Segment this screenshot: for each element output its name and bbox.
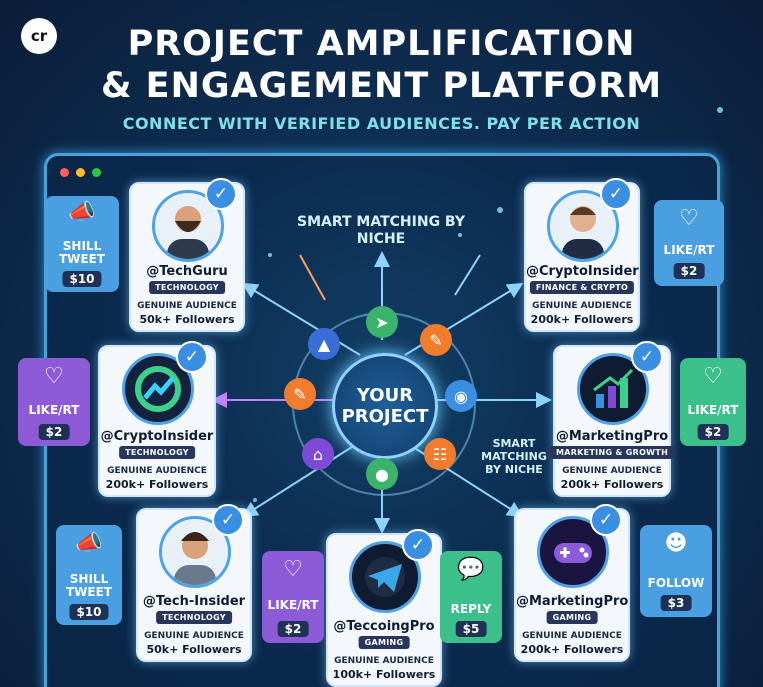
verified-check-icon: ✓	[212, 504, 244, 536]
niche-tag: TECHNOLOGY	[156, 611, 232, 624]
smart-matching-label-top: SMART MATCHING BY NICHE	[297, 214, 465, 247]
audience-label: GENUINE AUDIENCE	[532, 301, 632, 311]
avatar-suit-man	[547, 190, 619, 262]
card-handle: @MarketingPro	[555, 429, 669, 444]
megaphone-icon: 📣	[75, 531, 103, 556]
add-user-icon: ☻	[664, 531, 688, 556]
action-price: $2	[673, 263, 705, 279]
verified-check-icon: ✓	[631, 341, 663, 373]
minimize-dot-icon	[76, 168, 85, 177]
action-price: $3	[660, 595, 692, 611]
close-dot-icon	[60, 168, 69, 177]
verified-check-icon: ✓	[176, 341, 208, 373]
rocket-launch-icon: ➤	[366, 306, 398, 338]
action-label: LIKE/RT	[663, 243, 715, 257]
follower-count: 50k+ Followers	[146, 643, 242, 656]
action-price: $10	[69, 604, 109, 620]
influencer-card-tech-insider[interactable]: ✓ @Tech-Insider TECHNOLOGY GENUINE AUDIE…	[136, 504, 252, 662]
card-handle: @TechGuru	[146, 264, 228, 279]
action-label: LIKE/RT	[687, 403, 739, 417]
card-handle: @MarketingPro	[516, 594, 629, 609]
action-badge-like-rt[interactable]: ♡ LIKE/RT $2	[680, 358, 746, 446]
action-price: $2	[697, 424, 729, 440]
niche-tag: GAMING	[358, 636, 410, 649]
audience-label: GENUINE AUDIENCE	[137, 301, 237, 311]
niche-tag: GAMING	[546, 611, 598, 624]
action-label: LIKE/RT	[267, 598, 319, 612]
verified-check-icon: ✓	[205, 178, 237, 210]
heart-retweet-icon: ♡	[283, 557, 303, 582]
audience-label: GENUINE AUDIENCE	[107, 466, 207, 476]
action-badge-reply[interactable]: 💬 REPLY $5	[440, 551, 502, 643]
audience-label: GENUINE AUDIENCE	[562, 466, 662, 476]
action-badge-like-rt[interactable]: ♡ LIKE/RT $2	[18, 358, 90, 446]
niche-tag: TECHNOLOGY	[119, 446, 195, 459]
paintbrush-icon: ✎	[420, 324, 452, 356]
megaphone-icon: 📣	[68, 200, 96, 225]
subtitle: CONNECT WITH VERIFIED AUDIENCES. PAY PER…	[122, 114, 641, 133]
follower-count: 200k+ Followers	[530, 313, 634, 326]
action-label: SHILL TWEET	[58, 239, 105, 266]
title-line-1: PROJECT AMPLIFICATION	[127, 24, 636, 64]
follower-count: 100k+ Followers	[332, 668, 436, 681]
maximize-dot-icon	[92, 168, 101, 177]
follower-count: 200k+ Followers	[105, 478, 209, 491]
follower-count: 50k+ Followers	[139, 313, 235, 326]
heart-retweet-icon: ♡	[679, 206, 699, 231]
action-price: $2	[38, 424, 70, 440]
action-price: $5	[455, 621, 487, 637]
card-handle: @CryptoInsider	[100, 429, 214, 444]
smart-matching-label-side: SMART MATCHING BY NICHE	[481, 437, 547, 476]
shopping-cart-icon: ☷	[424, 438, 456, 470]
card-handle: @CryptoInsider	[526, 264, 639, 279]
action-badge-shill-tweet[interactable]: 📣 SHILL TWEET $10	[45, 196, 119, 292]
window-dots	[60, 168, 101, 177]
action-price: $2	[277, 621, 309, 637]
card-handle: @Tech-Insider	[142, 594, 246, 609]
action-badge-like-rt[interactable]: ♡ LIKE/RT $2	[262, 551, 324, 643]
brand-logo: cr	[21, 18, 57, 54]
action-label: FOLLOW	[647, 576, 705, 590]
niche-tag: FINANCE & CRYPTO	[529, 281, 635, 294]
controller-icon: ●	[366, 458, 398, 490]
heart-retweet-icon: ♡	[703, 364, 723, 389]
follower-count: 200k+ Followers	[520, 643, 624, 656]
niche-tag: MARKETING & GROWTH	[549, 446, 675, 459]
niche-tag: TECHNOLOGY	[149, 281, 225, 294]
influencer-card-teccoingpro[interactable]: ✓ @TeccoingPro GAMING GENUINE AUDIENCE 1…	[326, 529, 442, 687]
action-badge-shill-tweet[interactable]: 📣 SHILL TWEET $10	[56, 525, 122, 625]
audience-label: GENUINE AUDIENCE	[334, 656, 434, 666]
brush-icon: ✎	[284, 378, 316, 410]
influencer-card-marketingpro-growth[interactable]: ✓ @MarketingPro MARKETING & GROWTH GENUI…	[549, 341, 675, 497]
action-label: LIKE/RT	[28, 403, 80, 417]
store-icon: ⌂	[302, 438, 334, 470]
center-project-hub: YOUR PROJECT	[332, 353, 438, 459]
action-badge-follow[interactable]: ☻ FOLLOW $3	[640, 525, 712, 617]
influencer-card-techguru[interactable]: ✓ @TechGuru TECHNOLOGY GENUINE AUDIENCE …	[129, 178, 245, 332]
title-line-2: & ENGAGEMENT PLATFORM	[100, 66, 663, 106]
verified-check-icon: ✓	[600, 178, 632, 210]
action-label: SHILL TWEET	[65, 572, 112, 599]
audience-label: GENUINE AUDIENCE	[522, 631, 622, 641]
chat-bubble-icon: 💬	[457, 557, 485, 582]
action-badge-like-rt[interactable]: ♡ LIKE/RT $2	[654, 200, 724, 286]
influencer-card-cryptoinsider-tech[interactable]: ✓ @CryptoInsider TECHNOLOGY GENUINE AUDI…	[98, 341, 216, 497]
gamepad-icon: ◉	[445, 380, 477, 412]
action-label: REPLY	[450, 602, 492, 616]
audience-label: GENUINE AUDIENCE	[144, 631, 244, 641]
follower-count: 200k+ Followers	[560, 478, 664, 491]
card-handle: @TeccoingPro	[333, 619, 435, 634]
rocket-icon: ▲	[308, 328, 340, 360]
action-price: $10	[62, 271, 102, 287]
verified-check-icon: ✓	[590, 504, 622, 536]
verified-check-icon: ✓	[402, 529, 434, 561]
heart-retweet-icon: ♡	[44, 364, 64, 389]
influencer-card-cryptoinsider-finance[interactable]: ✓ @CryptoInsider FINANCE & CRYPTO GENUIN…	[524, 178, 640, 332]
influencer-card-marketingpro-gaming[interactable]: ✓ @MarketingPro GAMING GENUINE AUDIENCE …	[514, 504, 630, 662]
